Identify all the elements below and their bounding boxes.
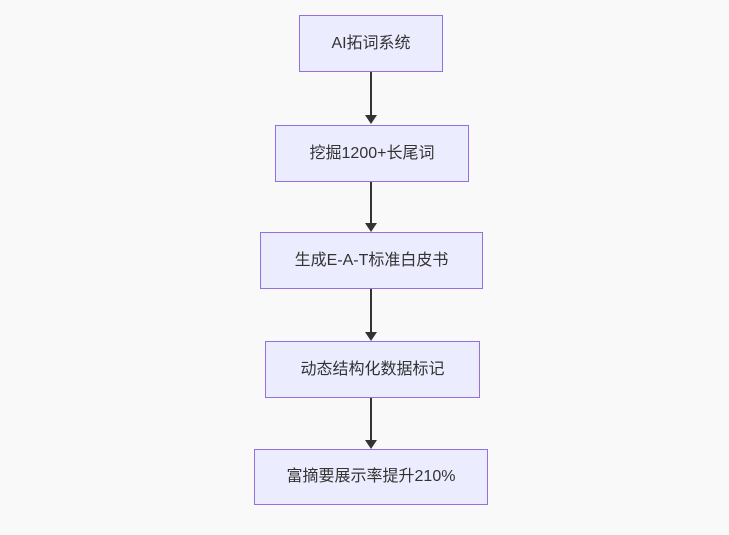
- flow-edge-3: [365, 289, 377, 341]
- flow-edge-1: [365, 72, 377, 124]
- node-label: 挖掘1200+长尾词: [309, 144, 435, 162]
- arrow-line: [370, 398, 372, 440]
- arrow-line: [370, 289, 372, 332]
- arrow-line: [370, 72, 372, 115]
- node-label: 生成E-A-T标准白皮书: [294, 251, 449, 269]
- node-label: AI拓词系统: [331, 34, 411, 52]
- flow-node-ai-word-expansion-system: AI拓词系统: [299, 15, 443, 72]
- flow-node-mine-longtail-keywords: 挖掘1200+长尾词: [275, 125, 469, 182]
- flow-node-rich-snippet-rate-increase: 富摘要展示率提升210%: [254, 449, 488, 505]
- arrow-head-down-icon: [365, 332, 377, 341]
- flow-node-generate-eat-whitepaper: 生成E-A-T标准白皮书: [260, 232, 483, 289]
- node-label: 动态结构化数据标记: [300, 360, 445, 378]
- arrow-head-down-icon: [365, 115, 377, 124]
- arrow-head-down-icon: [365, 440, 377, 449]
- flow-edge-4: [365, 398, 377, 449]
- flow-edge-2: [365, 182, 377, 232]
- arrow-line: [370, 182, 372, 223]
- node-label: 富摘要展示率提升210%: [286, 468, 456, 485]
- flow-node-dynamic-structured-data-markup: 动态结构化数据标记: [265, 341, 480, 398]
- arrow-head-down-icon: [365, 223, 377, 232]
